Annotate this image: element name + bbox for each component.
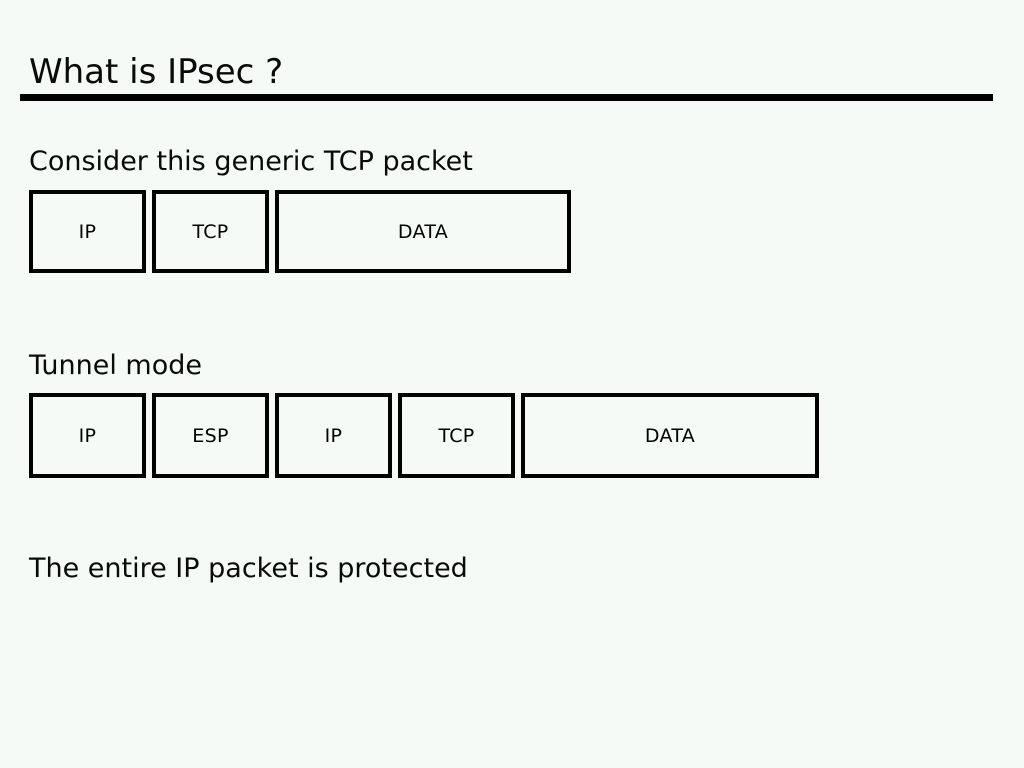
packet-field-label: IP	[78, 424, 97, 447]
packet-field-label: TCP	[192, 220, 229, 243]
generic-tcp-packet-diagram: IP TCP DATA	[29, 190, 571, 273]
packet-field-ip: IP	[29, 190, 146, 273]
title-divider	[20, 94, 993, 101]
protection-note: The entire IP packet is protected	[29, 553, 468, 584]
packet-field-label: DATA	[397, 220, 449, 243]
packet-field-outer-ip: IP	[29, 393, 146, 478]
packet-field-label: IP	[78, 220, 97, 243]
packet-field-tcp: TCP	[398, 393, 515, 478]
packet-field-label: ESP	[192, 424, 229, 447]
tunnel-mode-caption: Tunnel mode	[29, 350, 202, 381]
tunnel-mode-packet-diagram: IP ESP IP TCP DATA	[29, 393, 819, 478]
generic-packet-caption: Consider this generic TCP packet	[29, 146, 473, 177]
packet-field-esp: ESP	[152, 393, 269, 478]
packet-field-label: IP	[324, 424, 343, 447]
packet-field-inner-ip: IP	[275, 393, 392, 478]
packet-field-label: TCP	[438, 424, 475, 447]
packet-field-tcp: TCP	[152, 190, 269, 273]
packet-field-label: DATA	[644, 424, 696, 447]
packet-field-data: DATA	[521, 393, 819, 478]
packet-field-data: DATA	[275, 190, 571, 273]
page-title: What is IPsec ?	[29, 52, 284, 92]
